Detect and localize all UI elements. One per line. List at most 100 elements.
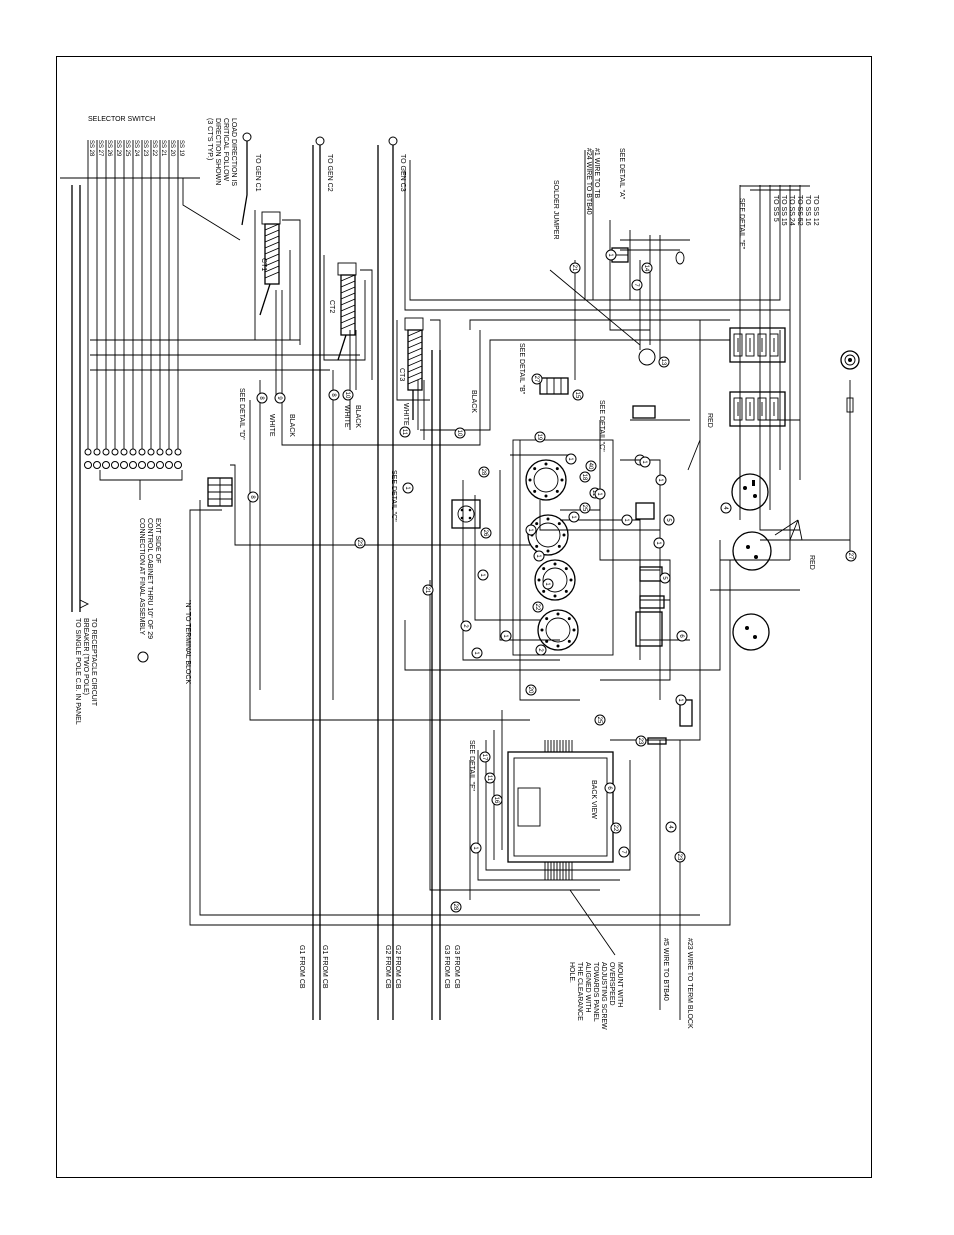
svg-text:10: 10 — [344, 392, 350, 399]
svg-text:10: 10 — [456, 430, 462, 437]
wire-number: 6 — [604, 782, 616, 794]
see-detail-d-label: SEE DETAIL "D" — [238, 388, 245, 440]
wire-term-block-label: #23 WIRE TO TERM BLOCK — [686, 938, 693, 1029]
wire-number: 1 — [621, 514, 633, 526]
to-gen-c1-label: TO GEN C1 — [254, 154, 261, 192]
svg-text:18: 18 — [581, 474, 587, 481]
svg-text:27: 27 — [847, 553, 853, 560]
svg-text:11: 11 — [591, 490, 597, 497]
exit-side-note-2: CONTROL CABINET THRU 10" OF 29 — [146, 518, 153, 639]
wire-number: 4 — [665, 821, 677, 833]
see-detail-c2-label: SEE DETAIL "C" — [598, 400, 605, 452]
ss-wire-label: SS 21 — [160, 140, 166, 157]
mount-note-3: ADJUSTING SCREW — [600, 962, 607, 1030]
wire-number: 21 — [422, 584, 434, 596]
svg-text:21: 21 — [571, 265, 577, 272]
wire-number: 14 — [641, 262, 653, 274]
wire-number: 1 — [402, 482, 414, 494]
red-arrow-upper — [687, 439, 701, 471]
load-direction-note-1: LOAD DIRECTION IS — [230, 118, 237, 186]
ss-wire-label: SS 25 — [124, 140, 130, 157]
relay-panel — [512, 439, 614, 656]
breaker-block-upper — [729, 327, 786, 363]
svg-text:8: 8 — [330, 393, 336, 397]
from-cb-1: G1 FROM CB — [298, 945, 305, 989]
wire-number: 22 — [532, 601, 544, 613]
from-cb-6: G3 FROM CB — [453, 945, 460, 989]
ct3 — [404, 317, 424, 420]
ss-wire-label: SS 19 — [178, 140, 184, 157]
svg-text:9: 9 — [276, 396, 282, 400]
ss-wire-label: SS 26 — [106, 140, 112, 157]
svg-text:17: 17 — [481, 754, 487, 761]
wire-number: 23 — [674, 851, 686, 863]
svg-text:1: 1 — [677, 698, 683, 702]
speed-control-box — [507, 740, 614, 880]
connector-c — [451, 499, 481, 529]
svg-text:1: 1 — [596, 492, 602, 496]
ct1-label: CT1 — [260, 258, 267, 271]
wire-number: 23 — [635, 735, 647, 747]
red-label-1: RED — [706, 413, 713, 428]
svg-text:23: 23 — [676, 854, 682, 861]
to-ss-2: TO SS 16 — [804, 195, 811, 226]
ss-wire-label: SS 29 — [115, 140, 121, 157]
ct3-label: CT3 — [398, 368, 405, 381]
svg-text:19: 19 — [536, 434, 542, 441]
mount-note-4: TOWARDS PANEL — [592, 962, 599, 1022]
wire-number: 4 — [720, 502, 732, 514]
svg-text:6: 6 — [678, 634, 684, 638]
harness — [90, 150, 851, 1020]
svg-text:16: 16 — [493, 797, 499, 804]
svg-text:22: 22 — [612, 825, 618, 832]
to-gen-c2-label: TO GEN C2 — [326, 154, 333, 192]
terminal-strip-b — [539, 377, 569, 395]
wire-number: 1 — [653, 537, 665, 549]
wire-number: 10 — [454, 427, 466, 439]
svg-text:5: 5 — [665, 518, 671, 522]
svg-text:11: 11 — [486, 775, 492, 782]
wire-number: 1 — [533, 550, 545, 562]
wire-number: 1 — [655, 474, 667, 486]
ss-wire-label: SS 27 — [97, 140, 103, 157]
to-receptacle-3: TO SINGLE POLE C.B. IN PANEL — [74, 618, 81, 725]
svg-text:1: 1 — [641, 460, 647, 464]
wire-number: 1 — [542, 578, 554, 590]
wire-number: 26 — [480, 527, 492, 539]
wire-number: 9 — [274, 392, 286, 404]
ct2-label: CT2 — [328, 300, 335, 313]
svg-text:23: 23 — [356, 540, 362, 547]
mounting-hole — [137, 651, 149, 663]
exit-side-note-1: EXIT SIDE OF — [154, 518, 161, 563]
to-gen-c3-label: TO GEN C3 — [399, 154, 406, 192]
gen-leads — [241, 132, 441, 1020]
svg-text:1: 1 — [544, 582, 550, 586]
wire-number: 27 — [845, 550, 857, 562]
see-detail-f-label: SEE DETAIL "F" — [468, 740, 475, 791]
wire-number: 8 — [247, 491, 259, 503]
wire-number: 19 — [534, 431, 546, 443]
wire-number: 1 — [471, 647, 483, 659]
svg-text:25: 25 — [596, 717, 602, 724]
wire-number: 40 — [585, 460, 597, 472]
svg-text:1: 1 — [570, 515, 576, 519]
receptacles — [731, 473, 772, 651]
svg-text:40: 40 — [587, 463, 593, 470]
svg-text:28: 28 — [480, 469, 486, 476]
wire-btb40-label: #5 WIRE TO BTB40 — [662, 938, 669, 1001]
ss-wire-label: SS 28 — [88, 140, 94, 157]
wire-number: 28 — [450, 901, 462, 913]
svg-text:1: 1 — [404, 486, 410, 490]
wire-number: 1 — [639, 456, 651, 468]
svg-text:2: 2 — [537, 648, 543, 652]
svg-text:21: 21 — [424, 587, 430, 594]
wire-number: 10 — [342, 389, 354, 401]
load-direction-note-2: CRITICAL FOLLOW — [222, 118, 229, 182]
wire-number: 21 — [569, 262, 581, 274]
wire-number: 18 — [579, 471, 591, 483]
wire-number: 1 — [675, 694, 687, 706]
see-detail-b-label: SEE DETAIL "B" — [518, 343, 525, 395]
solder-jumper-label: SOLDER JUMPER — [552, 180, 559, 240]
